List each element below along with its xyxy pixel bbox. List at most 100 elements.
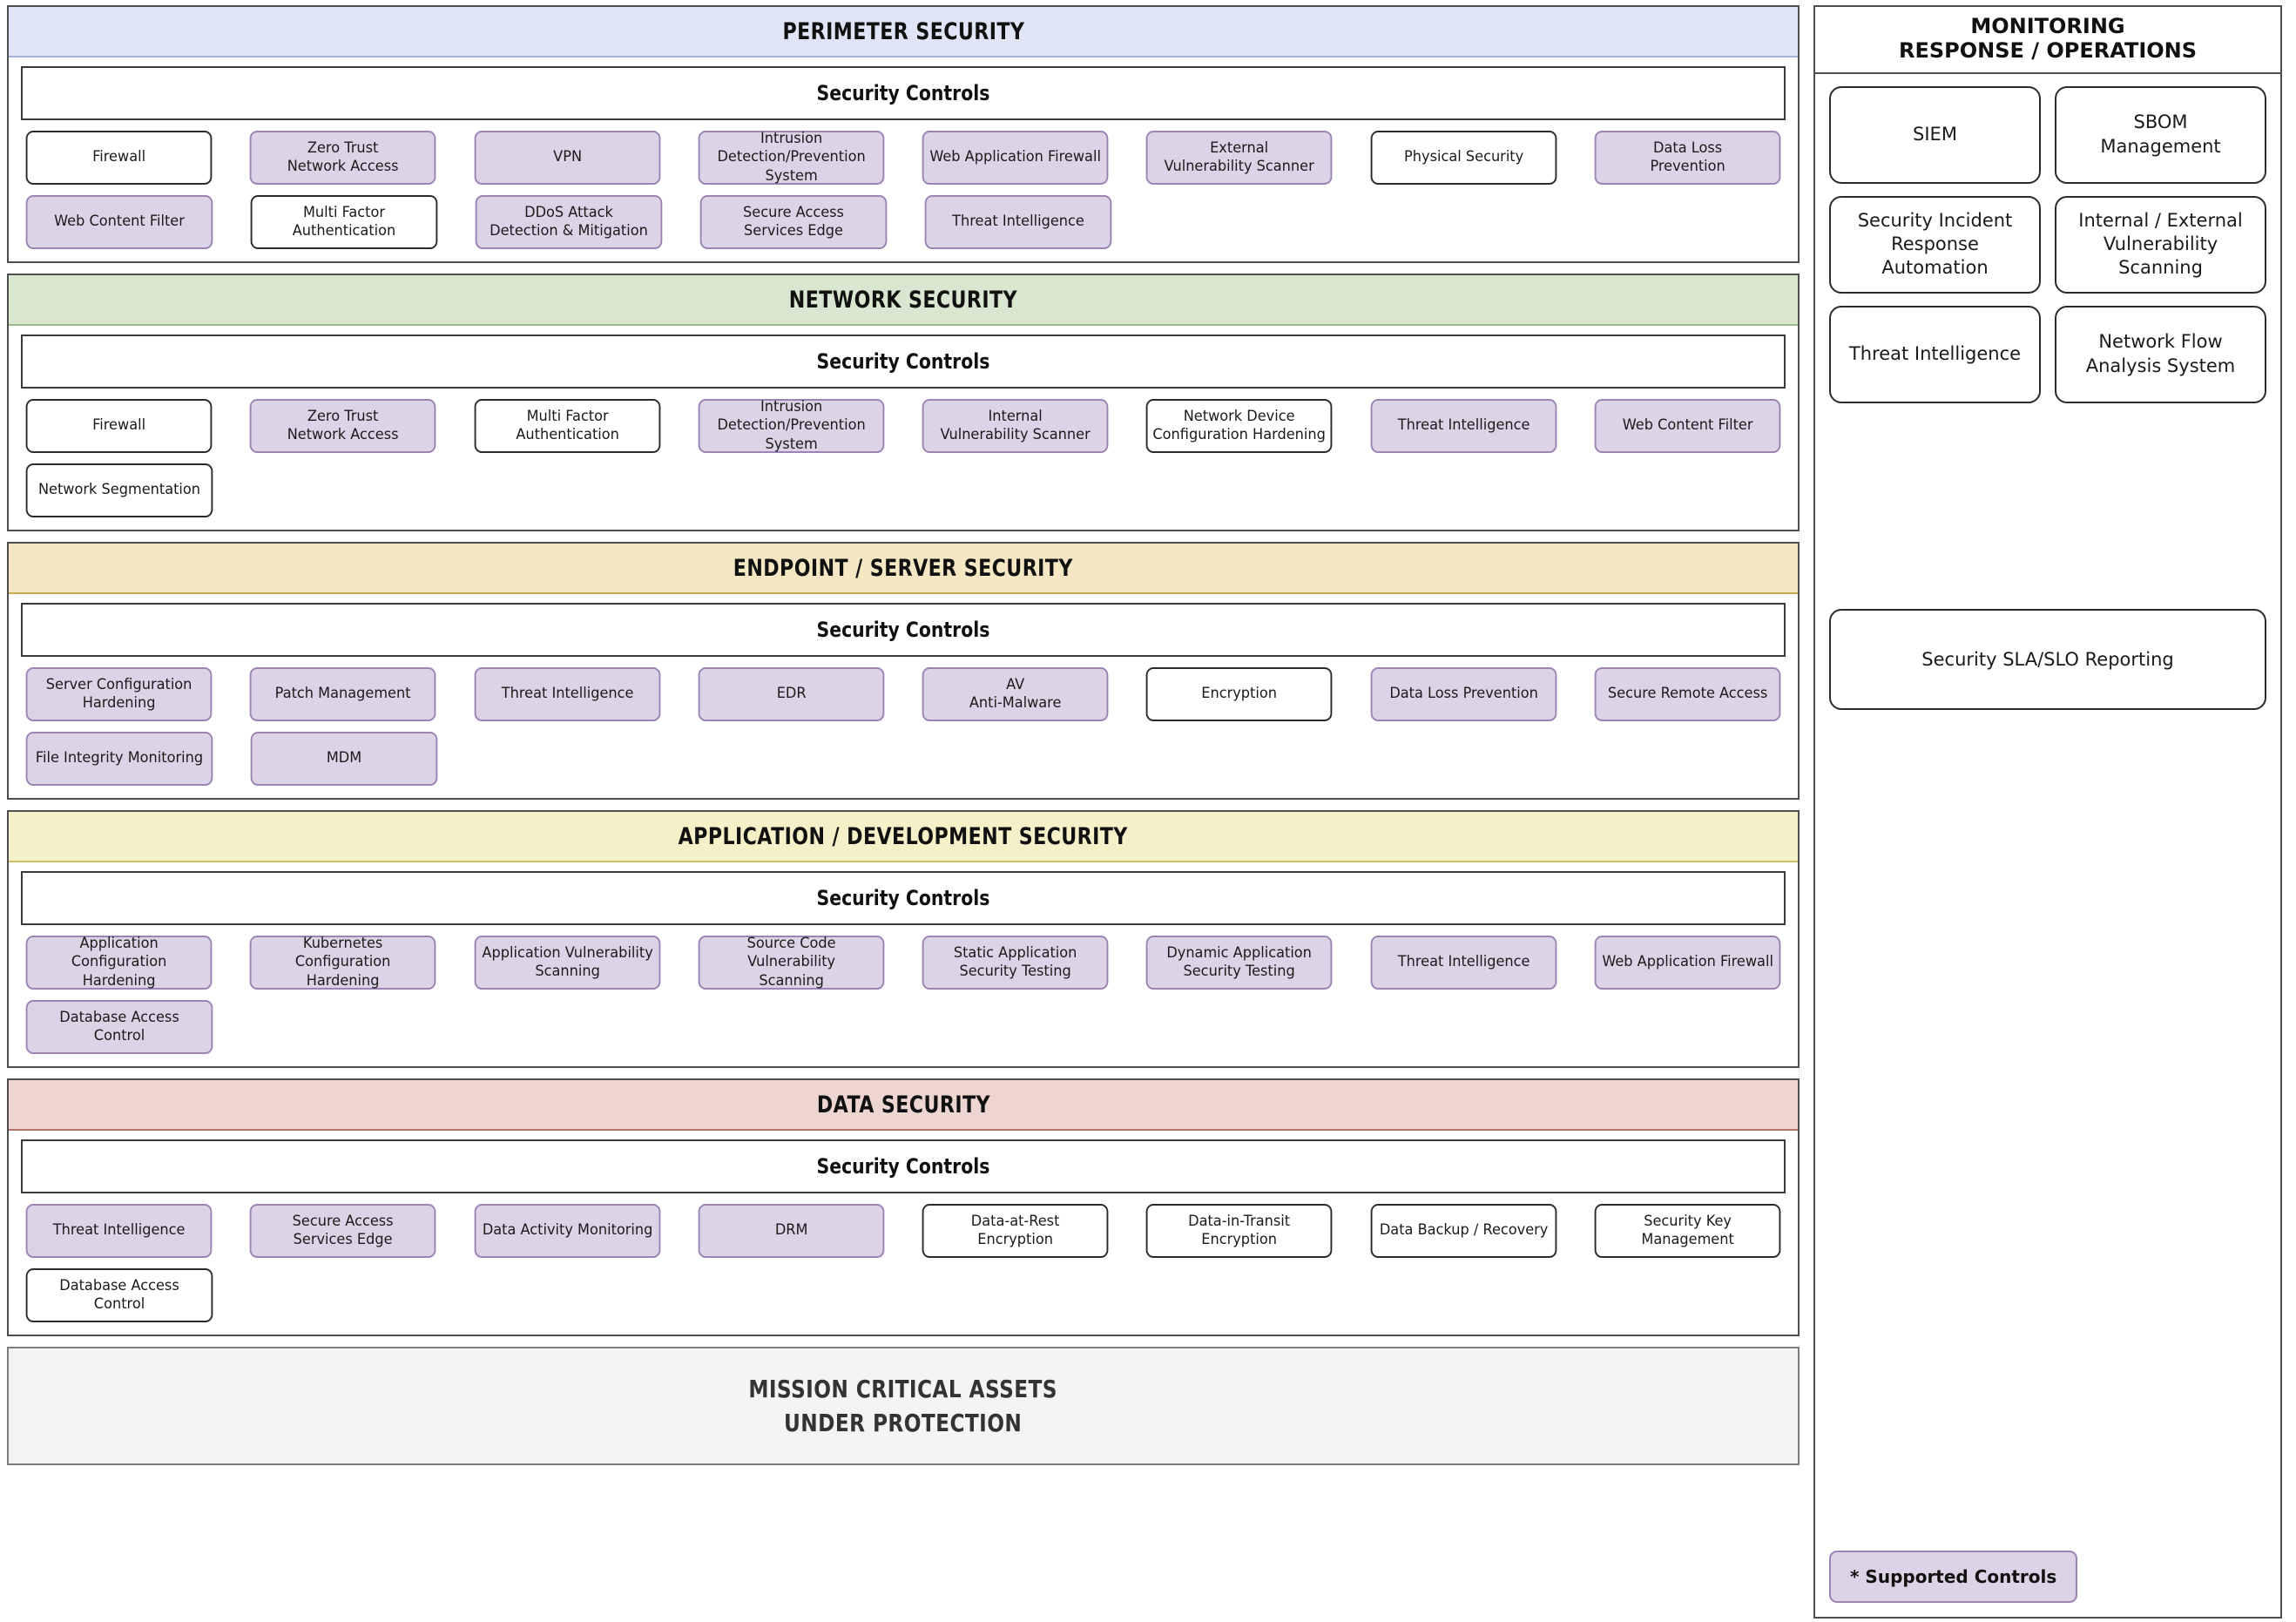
control-chip[interactable]: Web Content Filter [25, 195, 213, 249]
control-chip[interactable]: Threat Intelligence [474, 667, 661, 721]
control-chip[interactable]: Network Segmentation [25, 463, 213, 517]
control-row: Database Access Control [21, 1268, 1786, 1322]
legend-supported-controls: * Supported Controls [1829, 1551, 2078, 1603]
security-controls-bar: Security Controls [21, 603, 1786, 657]
security-controls-label: Security Controls [816, 618, 990, 642]
control-chip[interactable]: Security Key Management [1594, 1204, 1781, 1258]
control-chip[interactable]: Threat Intelligence [25, 1204, 213, 1258]
monitoring-operations-column: MONITORING RESPONSE / OPERATIONS SIEM SB… [1813, 5, 2282, 1619]
ops-title-line-1: MONITORING [1970, 14, 2125, 38]
legend: * Supported Controls [1829, 1551, 2266, 1603]
layer-title: ENDPOINT / SERVER SECURITY [733, 554, 1073, 582]
control-chip[interactable]: EDR [698, 667, 885, 721]
control-chip[interactable]: Database Access Control [25, 1268, 213, 1322]
control-chip[interactable]: Web Content Filter [1594, 399, 1781, 453]
security-controls-label: Security Controls [816, 886, 990, 910]
layer-header-network: NETWORK SECURITY [9, 275, 1798, 326]
monitoring-operations-panel: MONITORING RESPONSE / OPERATIONS SIEM SB… [1813, 5, 2282, 1619]
control-chip[interactable]: Firewall [25, 131, 213, 185]
security-controls-bar: Security Controls [21, 1139, 1786, 1193]
control-chip[interactable]: Physical Security [1370, 131, 1557, 185]
security-controls-label: Security Controls [816, 81, 990, 105]
control-chip[interactable]: Secure Remote Access [1594, 667, 1781, 721]
ops-card-siem[interactable]: SIEM [1829, 85, 2041, 184]
control-row: Database Access Control [21, 1000, 1786, 1054]
layer-header-perimeter: PERIMETER SECURITY [9, 7, 1798, 57]
security-controls-label: Security Controls [816, 349, 990, 374]
layer-application-development-security: APPLICATION / DEVELOPMENT SECURITY Secur… [7, 810, 1800, 1068]
ops-title-line-2: RESPONSE / OPERATIONS [1898, 38, 2198, 64]
control-chip[interactable]: Database Access Control [25, 1000, 213, 1054]
control-chip[interactable]: DRM [698, 1204, 885, 1258]
control-chip[interactable]: Data Activity Monitoring [474, 1204, 661, 1258]
layer-body: Security Controls Application Configurat… [9, 862, 1798, 1066]
layer-header-data: DATA SECURITY [9, 1080, 1798, 1131]
control-chip[interactable]: File Integrity Monitoring [25, 732, 213, 786]
mission-critical-assets-panel: MISSION CRITICAL ASSETS UNDER PROTECTION [7, 1347, 1800, 1465]
control-chip[interactable]: Threat Intelligence [1370, 399, 1557, 453]
mission-title-line-1: MISSION CRITICAL ASSETS [748, 1375, 1058, 1403]
control-chip[interactable]: Encryption [1145, 667, 1333, 721]
defense-layers-column: PERIMETER SECURITY Security Controls Fir… [7, 5, 1800, 1619]
layer-body: Security Controls Threat Intelligence Se… [9, 1131, 1798, 1335]
control-row: Network Segmentation [21, 463, 1786, 517]
control-chip[interactable]: VPN [474, 131, 661, 185]
control-chip[interactable]: Web Application Firewall [1594, 936, 1781, 990]
control-chip[interactable]: Patch Management [249, 667, 436, 721]
layer-title: PERIMETER SECURITY [782, 17, 1024, 45]
layer-title: NETWORK SECURITY [788, 286, 1018, 314]
control-chip[interactable]: Data Backup / Recovery [1370, 1204, 1557, 1258]
security-controls-bar: Security Controls [21, 66, 1786, 120]
layer-data-security: DATA SECURITY Security Controls Threat I… [7, 1078, 1800, 1336]
control-chip[interactable]: MDM [250, 732, 438, 786]
control-chip[interactable]: Firewall [25, 399, 213, 453]
control-chip[interactable]: Threat Intelligence [924, 195, 1112, 249]
layer-header-application: APPLICATION / DEVELOPMENT SECURITY [9, 812, 1798, 862]
ops-card-security-sla-slo-reporting[interactable]: Security SLA/SLO Reporting [1829, 608, 2266, 710]
layer-header-endpoint: ENDPOINT / SERVER SECURITY [9, 544, 1798, 594]
control-chip[interactable]: Web Application Firewall [922, 131, 1109, 185]
control-chip[interactable]: Data Loss Prevention [1370, 667, 1557, 721]
control-row: File Integrity Monitoring MDM [21, 732, 1786, 786]
security-controls-bar: Security Controls [21, 335, 1786, 389]
layer-title: DATA SECURITY [816, 1091, 990, 1119]
control-chip[interactable]: Threat Intelligence [1370, 936, 1557, 990]
ops-card-threat-intelligence[interactable]: Threat Intelligence [1829, 305, 2041, 403]
